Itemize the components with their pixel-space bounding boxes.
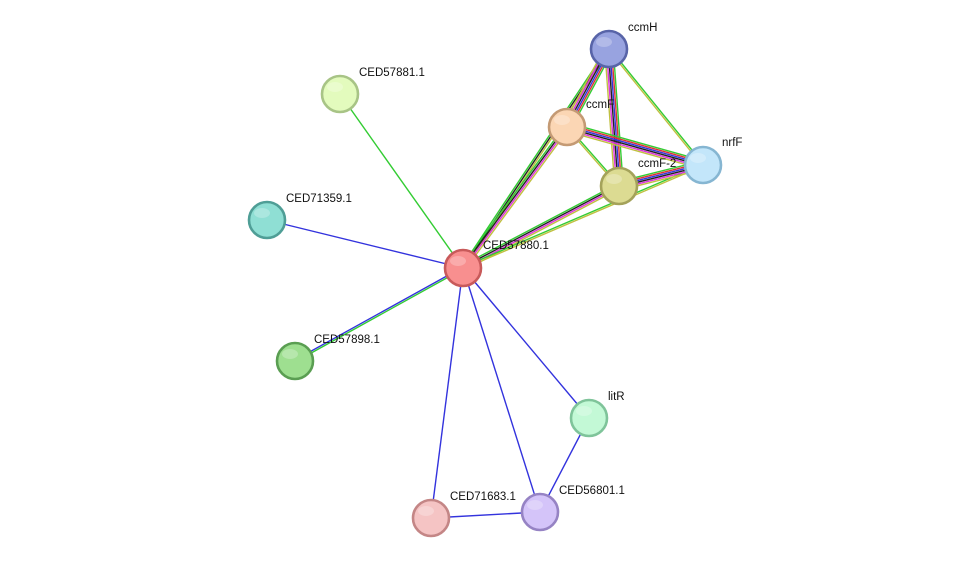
edge-ced57880-1-nrff[interactable]	[462, 163, 704, 270]
edge-evidence-line	[461, 183, 619, 267]
edge-ced57880-1-ced57881-1[interactable]	[339, 93, 464, 269]
edges-layer	[266, 46, 705, 519]
edge-evidence-line	[266, 219, 464, 269]
nodes-layer: CED57880.1 ccmH ccmF nrfF ccmF-2 CED57881.1CE…	[247, 22, 742, 538]
node-label: ccmF-2	[638, 158, 676, 170]
node-highlight	[527, 500, 543, 510]
edge-evidence-line	[566, 128, 703, 169]
node-nrff[interactable]: nrfF	[683, 137, 742, 185]
edge-ced57880-1-litr[interactable]	[462, 267, 590, 419]
node-label: CED71359.1	[286, 193, 352, 205]
node-circle[interactable]	[520, 492, 560, 532]
edge-evidence-line	[566, 127, 703, 167]
node-litr[interactable]: litR	[569, 391, 625, 438]
edge-ced57880-1-ced56801-1[interactable]	[462, 267, 541, 513]
node-highlight	[254, 208, 270, 218]
node-highlight	[690, 153, 706, 163]
edge-evidence-line	[607, 49, 619, 187]
node-label: CED71683.1	[450, 491, 516, 503]
node-label: ccmH	[628, 22, 657, 34]
edge-evidence-line	[607, 49, 703, 166]
node-ccmf[interactable]: ccmF	[547, 99, 614, 147]
edge-ccmh-nrff[interactable]	[607, 48, 705, 166]
edge-ced57880-1-ced71359-1[interactable]	[266, 219, 464, 269]
node-ccmh[interactable]: ccmH	[589, 22, 657, 69]
edge-evidence-line	[609, 48, 621, 186]
node-ced57880-1[interactable]: CED57880.1	[443, 240, 549, 288]
edge-ced57880-1-ced57898-1[interactable]	[294, 266, 464, 363]
edge-evidence-line	[461, 126, 567, 268]
edge-evidence-line	[463, 165, 704, 270]
edge-evidence-line	[462, 184, 619, 268]
edge-evidence-line	[295, 268, 464, 363]
node-circle[interactable]	[683, 145, 723, 185]
edge-ced57880-1-ced71683-1[interactable]	[430, 267, 464, 519]
edge-evidence-line	[294, 266, 463, 361]
edge-evidence-line	[604, 49, 616, 187]
node-label: CED57881.1	[359, 67, 425, 79]
node-circle[interactable]	[589, 29, 629, 69]
edge-evidence-line	[339, 93, 464, 269]
edge-evidence-line	[612, 48, 624, 186]
edge-evidence-line	[462, 163, 703, 268]
node-highlight	[596, 37, 612, 47]
node-highlight	[418, 506, 434, 516]
node-circle[interactable]	[443, 248, 483, 288]
node-circle[interactable]	[320, 74, 360, 114]
edge-evidence-line	[430, 267, 464, 519]
node-ced57881-1[interactable]: CED57881.1	[320, 67, 425, 114]
node-label: CED56801.1	[559, 485, 625, 497]
edge-evidence-line	[565, 130, 703, 170]
node-circle[interactable]	[411, 498, 451, 538]
edge-evidence-line	[462, 267, 541, 513]
edge-evidence-line	[610, 48, 623, 186]
node-ced71359-1[interactable]: CED71359.1	[247, 193, 352, 240]
edge-evidence-line	[463, 127, 569, 269]
node-label: CED57898.1	[314, 334, 380, 346]
edge-ccmf-nrff[interactable]	[565, 122, 705, 170]
node-label: CED57880.1	[483, 240, 549, 252]
edge-evidence-line	[462, 267, 590, 419]
node-circle[interactable]	[547, 107, 587, 147]
node-highlight	[450, 256, 466, 266]
edge-evidence-line	[609, 48, 705, 165]
node-ced56801-1[interactable]: CED56801.1	[520, 485, 625, 532]
node-highlight	[606, 174, 622, 184]
node-label: litR	[608, 391, 625, 403]
edge-evidence-line	[567, 122, 705, 162]
node-label: nrfF	[722, 137, 742, 149]
edge-evidence-line	[567, 125, 704, 165]
node-circle[interactable]	[275, 341, 315, 381]
node-ced71683-1[interactable]: CED71683.1	[411, 491, 516, 538]
edge-evidence-line	[460, 125, 566, 267]
edge-evidence-line	[461, 47, 609, 268]
node-highlight	[327, 82, 343, 92]
node-label: ccmF	[586, 99, 614, 111]
node-highlight	[282, 349, 298, 359]
node-ced57898-1[interactable]: CED57898.1	[275, 334, 380, 381]
node-highlight	[554, 115, 570, 125]
edge-evidence-line	[567, 123, 704, 164]
node-ccmf-2[interactable]: ccmF-2	[599, 158, 676, 206]
edge-evidence-line	[605, 49, 618, 187]
node-highlight	[576, 406, 592, 416]
node-circle[interactable]	[569, 398, 609, 438]
node-circle[interactable]	[599, 166, 639, 206]
node-circle[interactable]	[247, 200, 287, 240]
edge-ced57880-1-ccmf[interactable]	[460, 125, 570, 270]
edge-ccmh-ccmf-2[interactable]	[604, 48, 624, 187]
edge-evidence-line	[464, 128, 570, 270]
